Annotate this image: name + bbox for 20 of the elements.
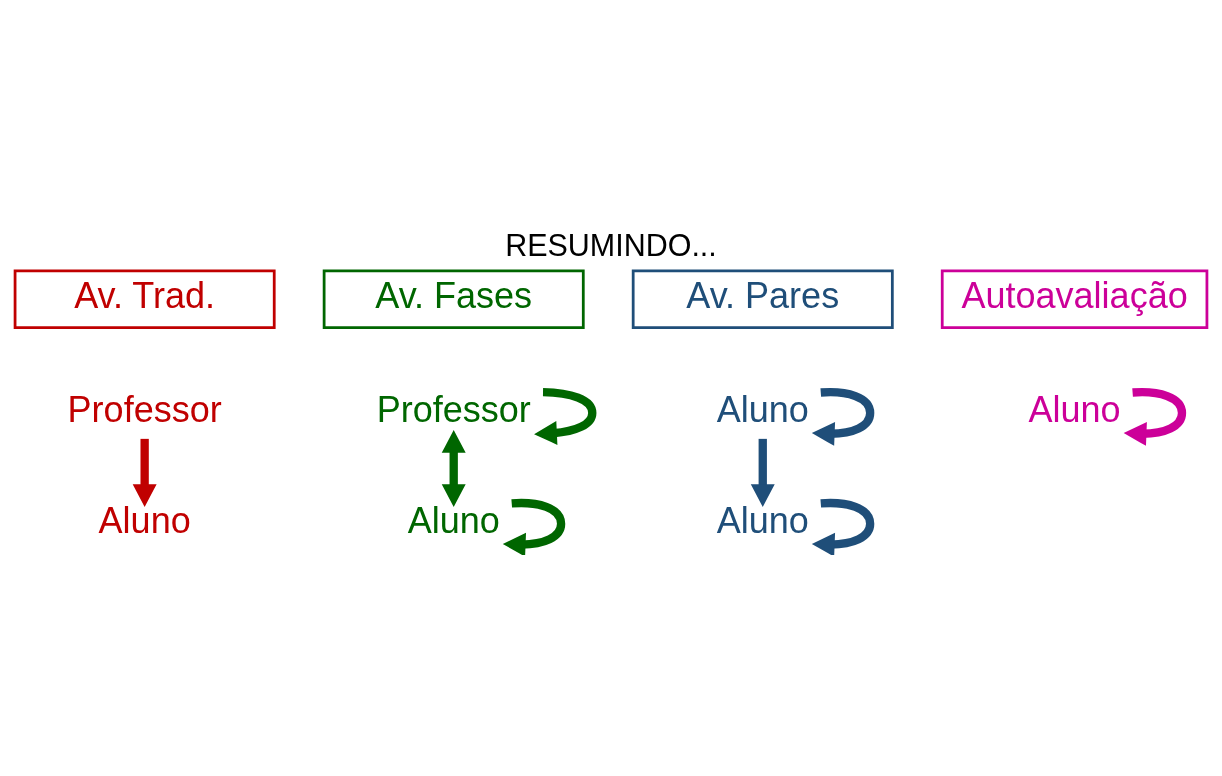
diagram-title: RESUMINDO... (505, 228, 717, 263)
node-text: Aluno (407, 499, 500, 541)
node-text: Aluno (716, 499, 809, 541)
arrow (750, 438, 775, 507)
node-text: Professor (376, 388, 531, 430)
node-text: Professor (67, 388, 222, 430)
arrow (811, 498, 875, 555)
node-text: Aluno (1028, 388, 1121, 430)
arrow (441, 429, 466, 507)
node-text: Aluno (716, 388, 809, 430)
arrow (132, 438, 157, 507)
arrow (534, 388, 597, 446)
node-box: Autoavaliação (940, 269, 1209, 330)
node-box: Av. Fases (322, 269, 585, 330)
node-box: Av. Trad. (13, 269, 276, 330)
arrow (1123, 388, 1187, 446)
node-box: Av. Pares (631, 269, 894, 330)
node-text: Aluno (98, 499, 191, 541)
arrow (811, 388, 875, 446)
arrow (502, 498, 566, 555)
